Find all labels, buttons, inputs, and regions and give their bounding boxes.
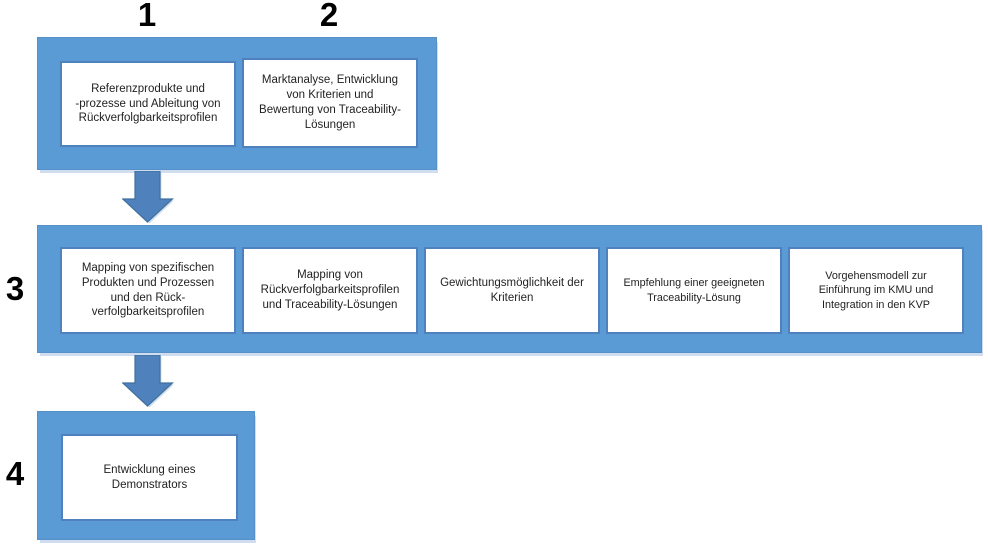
down-arrow-shape: [122, 355, 174, 407]
down-arrow-shape: [122, 171, 174, 223]
down-arrow-icon: [122, 171, 174, 224]
task-box-empfehlung: Empfehlung einer geeigneten Traceability…: [606, 247, 782, 334]
step-number-4: 4: [5, 455, 25, 492]
phase-bar-3: Mapping von spezifischen Produkten und P…: [37, 225, 982, 353]
task-box-referenzprodukte: Referenzprodukte und -prozesse und Ablei…: [60, 61, 236, 147]
phase-bar-4: Entwicklung eines Demonstrators: [37, 411, 255, 540]
task-box-marktanalyse: Marktanalyse, Entwicklung von Kriterien …: [242, 58, 418, 148]
task-box-vorgehensmodell: Vorgehensmodell zur Einführung im KMU un…: [788, 247, 964, 334]
task-box-demonstrator: Entwicklung eines Demonstrators: [61, 434, 238, 521]
task-box-mapping-produkte: Mapping von spezifischen Produkten und P…: [60, 247, 236, 334]
step-number-2: 2: [319, 0, 339, 33]
task-box-mapping-profile: Mapping von Rückverfolgbarkeitsprofilen …: [242, 247, 418, 334]
task-box-gewichtung: Gewichtungsmöglichkeit der Kriterien: [424, 247, 600, 334]
step-number-1: 1: [137, 0, 157, 33]
phase-bar-1-2: Referenzprodukte und -prozesse und Ablei…: [37, 37, 437, 170]
step-number-3: 3: [5, 270, 25, 307]
down-arrow-icon: [122, 355, 174, 408]
